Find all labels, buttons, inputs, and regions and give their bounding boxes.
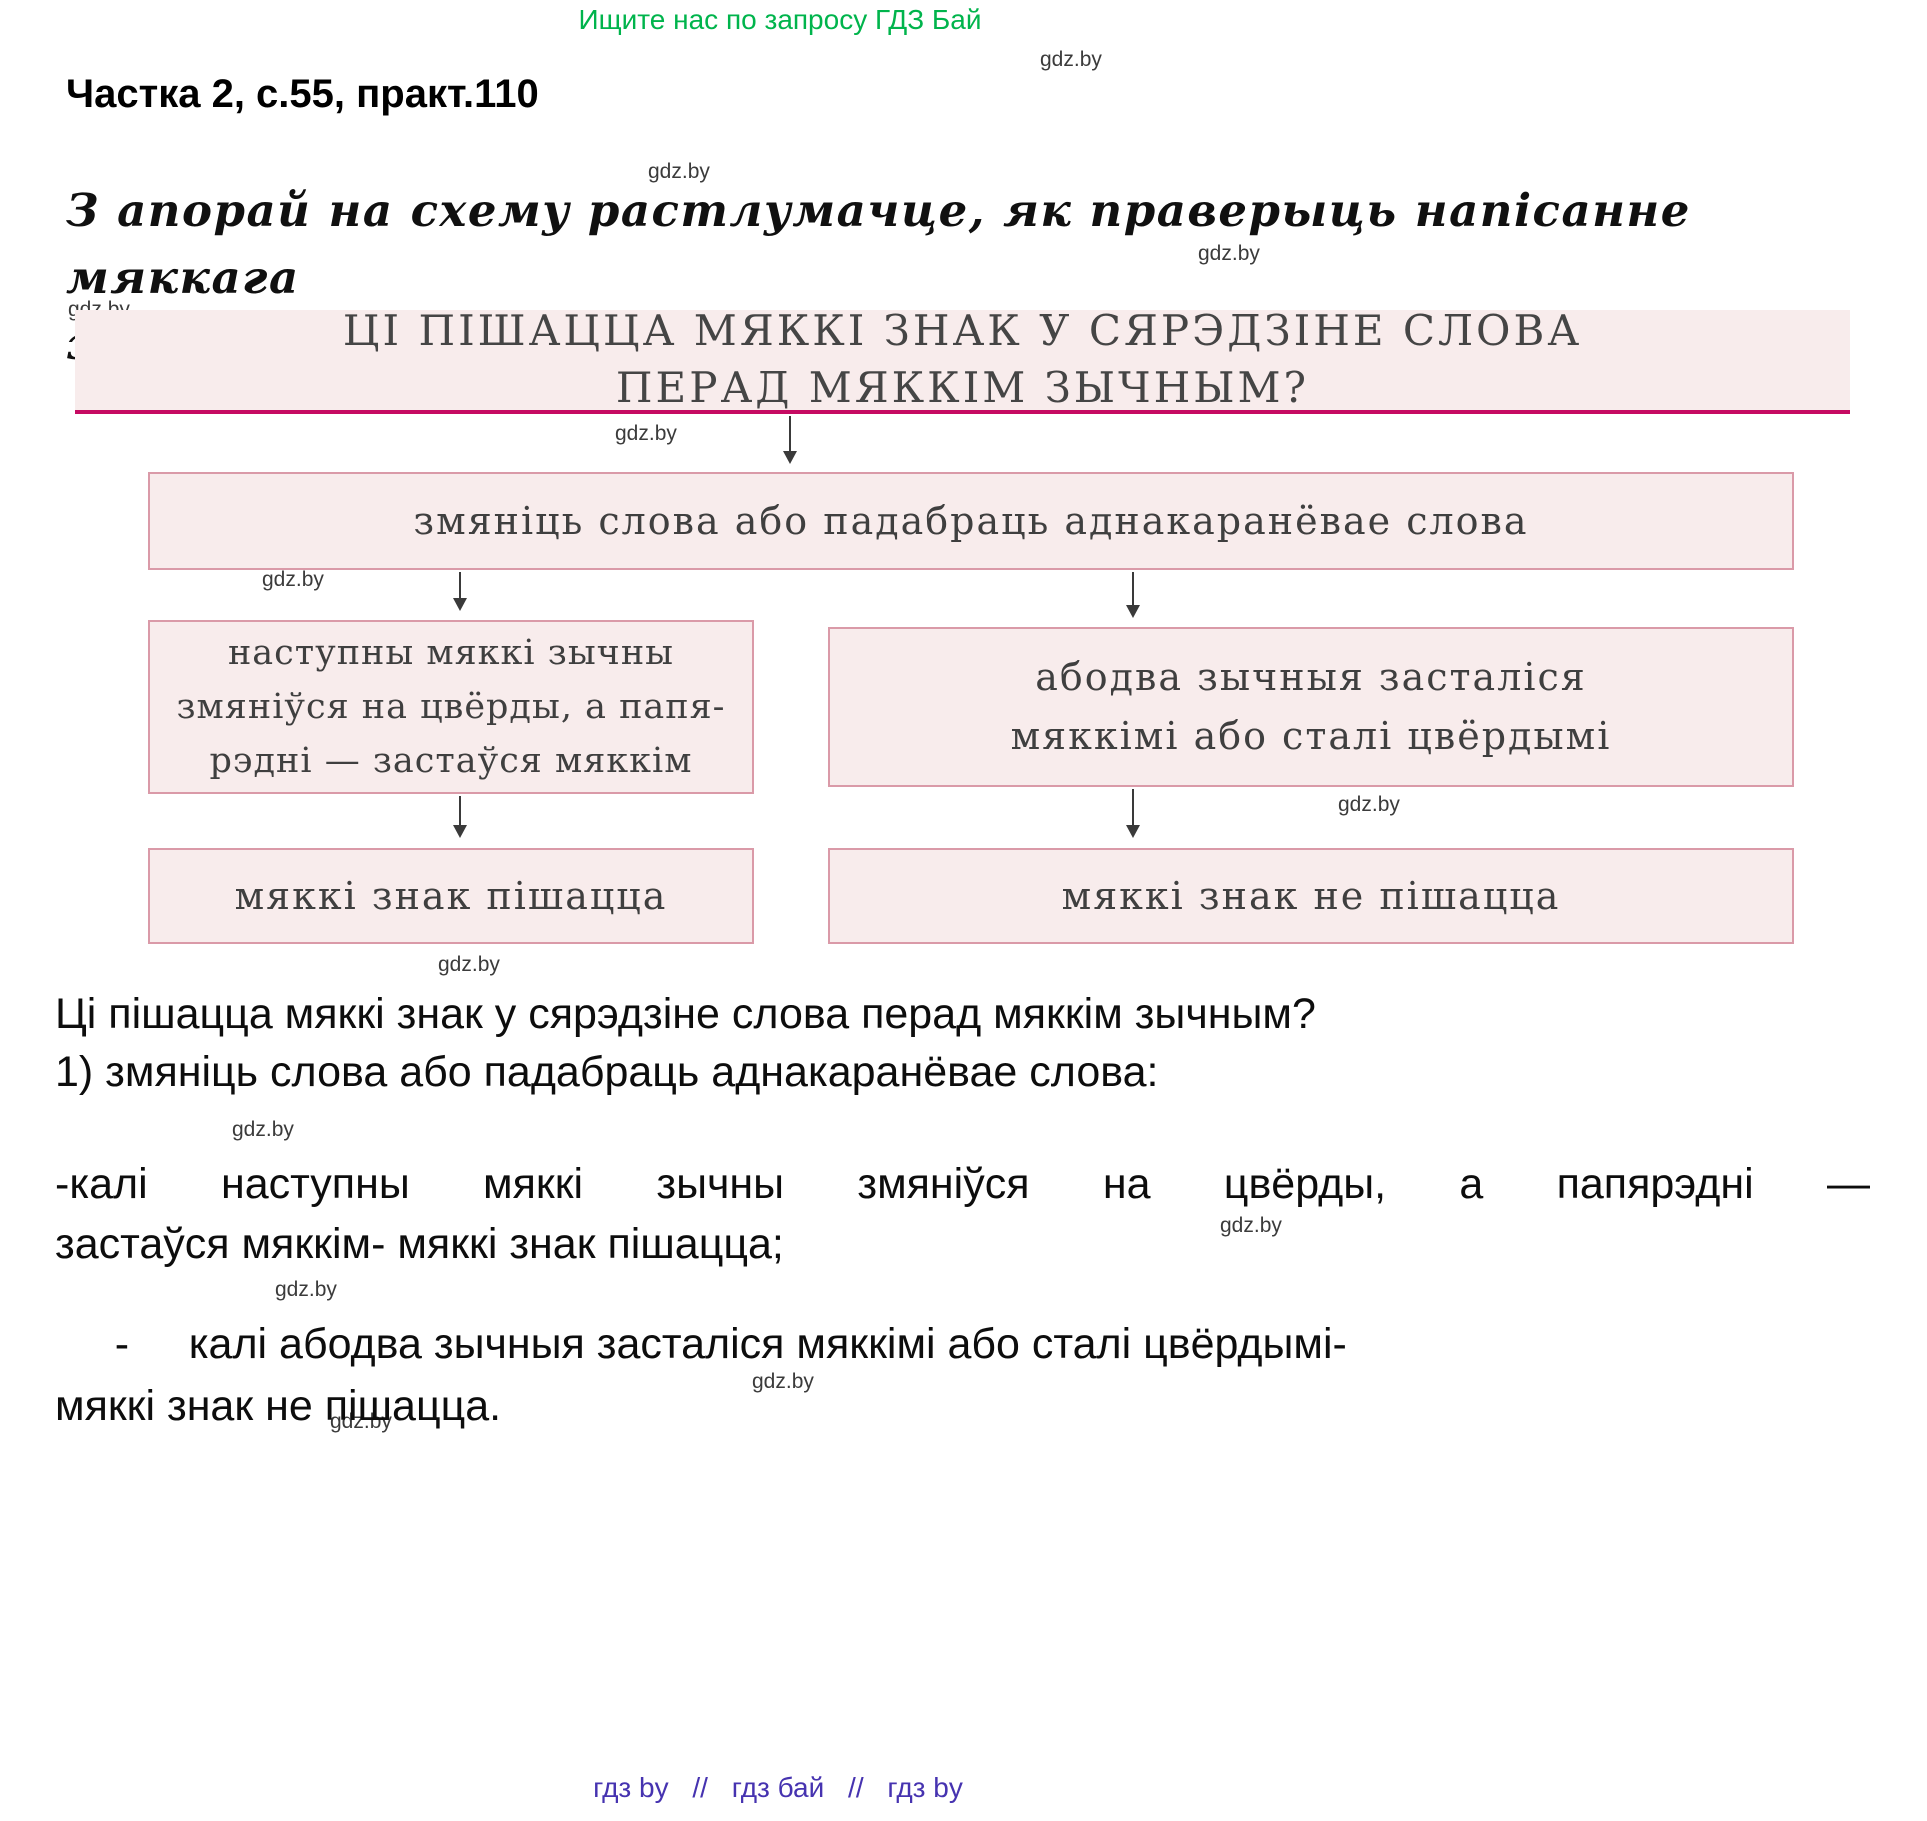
- flow-arrow-right: [1126, 572, 1140, 618]
- watermark: gdz.by: [1220, 1214, 1282, 1237]
- watermark: gdz.by: [438, 953, 500, 976]
- footer-link-gdz-by-1[interactable]: гдз by: [593, 1772, 669, 1803]
- footer-separator: //: [848, 1772, 864, 1803]
- watermark: gdz.by: [1198, 242, 1260, 265]
- watermark: gdz.by: [330, 1410, 392, 1433]
- answer-step: 1) змяніць слова або падабраць аднакаран…: [55, 1048, 1159, 1096]
- answer-case1-line1: -калі наступны мяккі зычны змяніўся на ц…: [55, 1160, 1870, 1208]
- flowchart-result-left-box: мяккі знак пішацца: [148, 848, 754, 944]
- answer-case2-line1: - калі абодва зычныя засталіся мяккімі а…: [55, 1320, 1347, 1368]
- flow-arrow-left: [453, 572, 467, 611]
- answer-case1-line2: застаўся мяккім- мяккі знак пішацца;: [55, 1220, 784, 1268]
- flow-arrow-right-result: [1126, 789, 1140, 838]
- flowchart-title: ЦІ ПІШАЦЦА МЯККІ ЗНАК У СЯРЭДЗІНЕ СЛОВА …: [75, 306, 1850, 414]
- footer: гдз by // гдз бай // гдз by: [585, 1772, 971, 1804]
- watermark: gdz.by: [1040, 48, 1102, 71]
- watermark: gdz.by: [615, 422, 677, 445]
- footer-link-gdz-by-2[interactable]: гдз by: [887, 1772, 963, 1803]
- flowchart-step-box: змяніць слова або падабраць аднакаранёва…: [148, 472, 1794, 570]
- footer-separator: //: [692, 1772, 708, 1803]
- watermark: gdz.by: [1338, 793, 1400, 816]
- page-title: Частка 2, с.55, практ.110: [66, 72, 539, 116]
- watermark: gdz.by: [275, 1278, 337, 1301]
- promo-header: Ищите нас по запросу ГДЗ Бай: [578, 4, 982, 35]
- watermark: gdz.by: [648, 160, 710, 183]
- answer-case2-line2: мяккі знак не пішацца.: [55, 1382, 502, 1430]
- watermark: gdz.by: [752, 1370, 814, 1393]
- flow-arrow-top: [783, 416, 797, 464]
- footer-link-gdz-bai[interactable]: гдз бай: [731, 1772, 825, 1803]
- flow-arrow-left-result: [453, 796, 467, 838]
- flowchart-case-right-box: абодва зычныя засталіся мяккімі або стал…: [828, 627, 1794, 787]
- flowchart-case-left-box: наступны мяккі зычны змяніўся на цвёрды,…: [148, 620, 754, 794]
- flowchart-result-right-box: мяккі знак не пішацца: [828, 848, 1794, 944]
- answer-question: Ці пішацца мяккі знак у сярэдзіне слова …: [55, 990, 1316, 1038]
- watermark: gdz.by: [232, 1118, 294, 1141]
- watermark: gdz.by: [262, 568, 324, 591]
